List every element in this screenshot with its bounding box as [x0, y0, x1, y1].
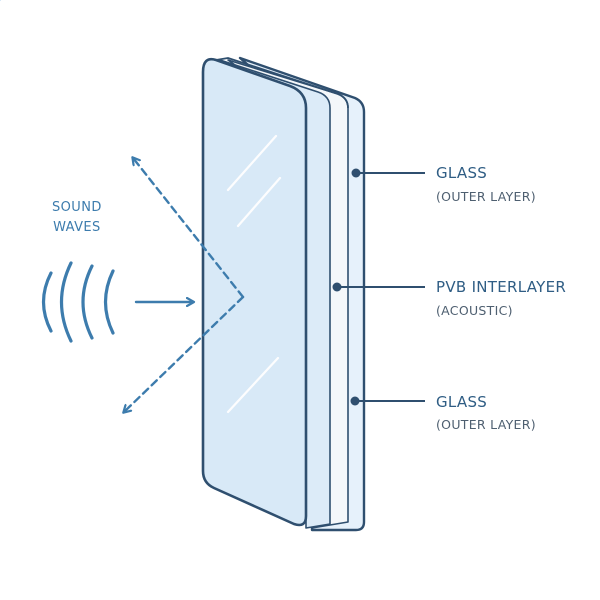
middle-glass-side: [219, 59, 331, 529]
reflected-sound-arrows: [124, 158, 245, 412]
sound-label-line2: WAVES: [53, 220, 101, 235]
layer-leader-lines: [337, 172, 425, 402]
sound-wave-arcs: [41, 261, 115, 343]
layer-label-glass-bottom-title: GLASS: [436, 393, 488, 411]
sound-waves-label: SOUND WAVES: [52, 198, 102, 238]
leader-dot-inner-glass: [350, 396, 360, 406]
layer-leader-dots: [332, 168, 361, 406]
leader-dot-interlayer: [332, 282, 342, 292]
layer-label-glass-bottom-subtitle: (OUTER LAYER): [436, 417, 536, 432]
layer-label-glass-top-title: GLASS: [436, 164, 488, 182]
layer-label-pvb-title: PVB INTERLAYER: [436, 278, 567, 296]
front-glass-face: [201, 57, 308, 527]
glass-reflection-highlights: [226, 134, 282, 414]
sound-label-line1: SOUND: [52, 200, 102, 215]
top-edge: [215, 57, 349, 109]
front-glass-pane: [0, 0, 1, 1]
leader-dot-outer-glass: [351, 168, 361, 178]
layer-label-glass-top-subtitle: (OUTER LAYER): [436, 189, 536, 204]
layer-label-pvb-subtitle: (ACOUSTIC): [436, 303, 513, 318]
